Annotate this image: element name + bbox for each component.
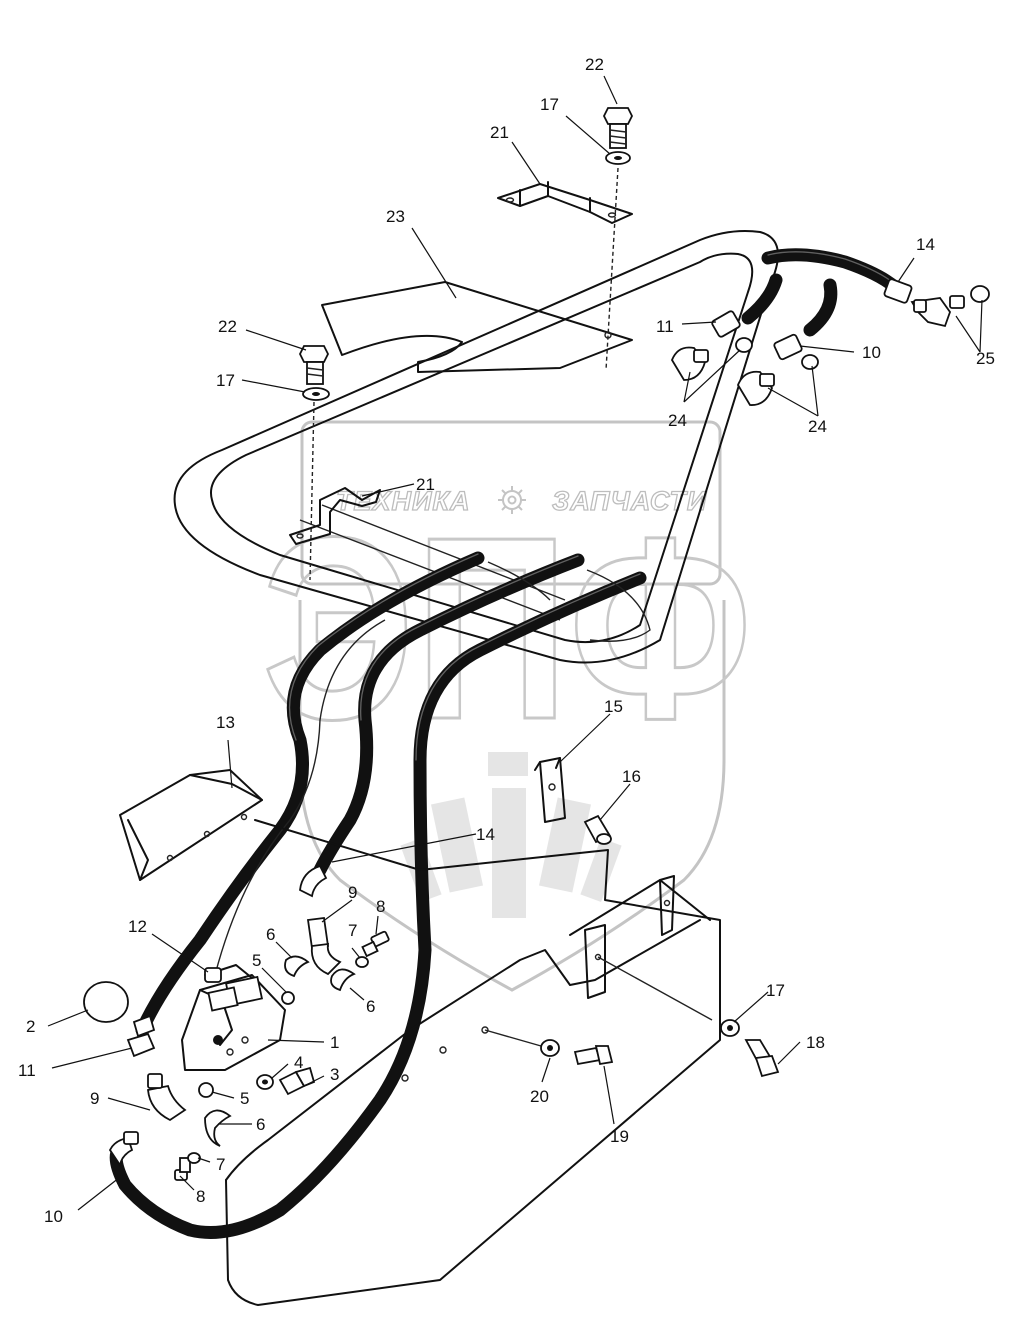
hose-14-top <box>761 248 903 295</box>
clip-6-lower <box>204 1109 232 1147</box>
callout-22-upper: 22 <box>585 55 604 74</box>
watermark-left-text: ТЕХНИКА <box>336 486 471 516</box>
callout-23: 23 <box>386 207 405 226</box>
hose-main-right <box>109 571 647 1239</box>
callout-7-upper: 7 <box>348 921 357 940</box>
callout-21-lower: 21 <box>416 475 435 494</box>
bracket-13 <box>119 769 263 881</box>
callout-24-left: 24 <box>668 411 687 430</box>
washer-17-lower <box>720 1019 740 1037</box>
washer-4 <box>256 1074 274 1090</box>
callout-6-upper-right: 6 <box>366 997 375 1016</box>
callout-5-lower: 5 <box>240 1089 249 1108</box>
bolt-8-lower <box>174 1157 191 1181</box>
bracket-21-upper <box>497 181 633 224</box>
clip-6-upper-left <box>284 955 310 978</box>
callout-10-lower: 10 <box>44 1207 63 1226</box>
callout-13: 13 <box>216 713 235 732</box>
washer-17-left <box>302 387 330 401</box>
bolt-22-upper <box>602 107 634 149</box>
bracket-plates-right <box>584 875 713 1021</box>
leader-lines <box>47 75 983 1211</box>
callout-9-upper: 9 <box>348 883 357 902</box>
callout-14-lower: 14 <box>476 825 495 844</box>
washer-7-lower <box>187 1152 201 1164</box>
bolt-22-left <box>298 345 330 385</box>
callout-8-lower: 8 <box>196 1187 205 1206</box>
watermark-gear-icon <box>498 486 526 514</box>
fitting-11-top <box>711 310 741 338</box>
callout-17-left: 17 <box>216 371 235 390</box>
fitting-10-top <box>773 333 803 361</box>
o-ring-5-upper <box>281 991 295 1005</box>
hose-main-left <box>135 551 485 1037</box>
callout-8-upper: 8 <box>376 897 385 916</box>
callout-21-upper: 21 <box>490 123 509 142</box>
callout-10-upper: 10 <box>862 343 881 362</box>
callout-11-upper: 11 <box>656 317 674 336</box>
washer-20 <box>540 1039 560 1057</box>
callout-3: 3 <box>330 1065 339 1084</box>
washer-17-upper <box>605 151 631 165</box>
callout-16: 16 <box>622 767 641 786</box>
callout-25: 25 <box>976 349 995 368</box>
bolt-8-upper <box>361 930 390 958</box>
watermark: ТЕХНИКА ЗАПЧАСТИ ЭПФ <box>261 420 754 992</box>
elbow-9-upper <box>306 916 342 976</box>
clamp-15 <box>534 757 566 823</box>
bolt-3 <box>278 1066 316 1096</box>
elbow-24-right <box>736 370 775 406</box>
cap-12 <box>204 967 222 983</box>
spacer-16 <box>583 814 612 845</box>
o-ring-25 <box>970 285 990 303</box>
callout-11-lower: 11 <box>18 1061 36 1080</box>
elbow-25 <box>910 295 965 328</box>
callout-7-lower: 7 <box>216 1155 225 1174</box>
elbow-9-lower <box>147 1073 187 1122</box>
callout-17-upper: 17 <box>540 95 559 114</box>
callout-22-left: 22 <box>218 317 237 336</box>
callout-1: 1 <box>330 1033 339 1052</box>
valve-block-1 <box>181 964 286 1071</box>
elbow-24-left <box>670 346 709 381</box>
callout-17-lower: 17 <box>766 981 785 1000</box>
hose-10-top <box>803 278 838 337</box>
callout-labels: 22 17 21 23 14 22 17 11 10 25 24 24 21 1… <box>18 55 995 1226</box>
callout-20: 20 <box>530 1087 549 1106</box>
callout-14-upper: 14 <box>916 235 935 254</box>
bolt-19 <box>573 1045 614 1066</box>
elbow-14-lower <box>299 864 328 898</box>
washer-7-upper <box>355 956 369 968</box>
callout-24-right: 24 <box>808 417 827 436</box>
callout-15: 15 <box>604 697 623 716</box>
callout-18: 18 <box>806 1033 825 1052</box>
fitting-11-lower <box>126 1014 156 1058</box>
clip-6-upper-right <box>330 968 356 992</box>
callout-2: 2 <box>26 1017 35 1036</box>
watermark-wheat-icon <box>400 752 622 918</box>
hose-main-middle <box>313 553 585 877</box>
hose-11-top <box>741 273 783 325</box>
o-ring-2 <box>83 981 129 1023</box>
fitting-14-end <box>883 278 913 304</box>
thin-line-12 <box>214 619 386 976</box>
bracket-21-lower <box>289 487 381 545</box>
o-ring-24-left <box>735 337 753 353</box>
watermark-big-text: ЭПФ <box>262 484 752 774</box>
callout-12: 12 <box>128 917 147 936</box>
o-ring-5-lower <box>198 1082 214 1098</box>
callout-4: 4 <box>294 1053 303 1072</box>
callout-5-upper: 5 <box>252 951 261 970</box>
plate-23 <box>321 281 633 373</box>
elbow-10-lower <box>108 1131 139 1168</box>
callout-9-lower: 9 <box>90 1089 99 1108</box>
callout-19: 19 <box>610 1127 629 1146</box>
callout-6-lower: 6 <box>256 1115 265 1134</box>
o-ring-24-right <box>801 354 819 370</box>
bolt-18 <box>744 1039 780 1078</box>
callout-6-upper-left: 6 <box>266 925 275 944</box>
